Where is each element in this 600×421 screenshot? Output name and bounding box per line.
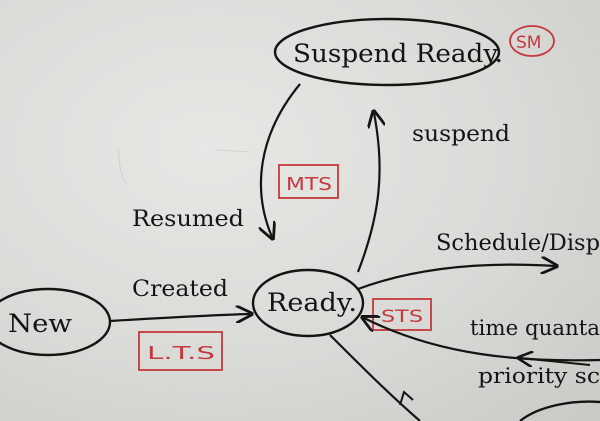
resumed-label: Resumed (132, 207, 244, 232)
created-arrow (109, 314, 250, 321)
suspend-ready-state (273, 17, 501, 87)
lts-tag-label: L.T.S (147, 343, 215, 364)
lts-tag-box (138, 331, 223, 371)
suspend-label: suspend (412, 122, 510, 147)
background-marks (117, 147, 251, 183)
sm-tag-circle (509, 25, 555, 57)
suspend-ready-label: Suspend Ready. (293, 39, 503, 68)
schedule-dispatch-label: Schedule/Disp (436, 231, 600, 256)
time-quantum-label: time quanta (470, 316, 600, 340)
sm-tag-label: SM (516, 33, 541, 53)
suspend-arrow (356, 113, 380, 273)
new-label: New (8, 309, 73, 338)
ready-state (251, 268, 365, 338)
mts-tag-label: MTS (286, 174, 332, 195)
created-label: Created (132, 277, 228, 302)
time-quantum-arrow (364, 318, 600, 362)
bottom-arrowhead (399, 390, 414, 406)
sts-tag-box (372, 298, 432, 331)
mts-tag-box (278, 164, 339, 199)
schedule-dispatch-arrow (357, 265, 555, 291)
bottom-right-state-edge (519, 400, 600, 421)
priority-arrow (520, 358, 591, 365)
sts-tag-label: STS (381, 307, 423, 327)
priority-label: priority sc (478, 364, 600, 388)
resumed-arrow (261, 83, 301, 237)
new-state (0, 287, 112, 357)
ready-to-bottom-arrow (329, 334, 421, 421)
ready-label: Ready. (267, 288, 357, 317)
